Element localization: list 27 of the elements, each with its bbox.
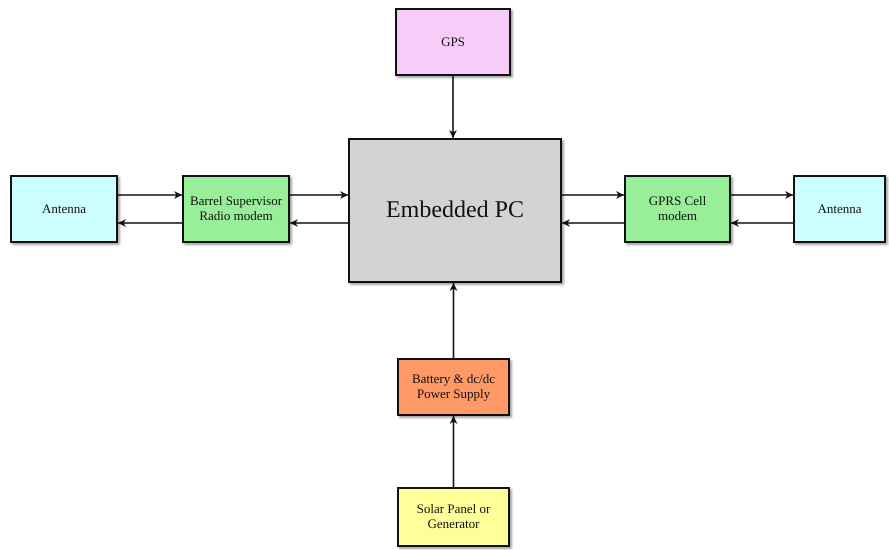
computer-box <box>348 138 562 283</box>
box-label: Antenna <box>817 202 862 216</box>
arrow <box>731 219 793 227</box>
arrow <box>450 283 458 358</box>
arrow <box>118 191 182 199</box>
box-label: Embedded PC <box>386 196 524 224</box>
box-label: GPS <box>441 34 465 50</box>
arrow <box>731 191 793 199</box>
arrow <box>290 191 348 199</box>
arrow <box>118 219 182 227</box>
power-supply-box <box>397 358 510 416</box>
arrow <box>450 416 458 487</box>
antenna-box <box>10 175 118 243</box>
box-label: Solar Panel or Generator <box>416 502 492 532</box>
box-label: Barrel Supervisor Radio modem <box>188 194 284 224</box>
power-source-box <box>397 487 510 547</box>
box-label: Antenna <box>42 202 86 216</box>
arrow <box>290 219 348 227</box>
gps-box <box>395 8 511 76</box>
arrow <box>562 191 624 199</box>
antenna-box <box>793 175 886 243</box>
modem-box <box>624 175 731 243</box>
box-label: Battery & dc/dc Power Supply <box>410 372 496 402</box>
modem-box <box>182 175 290 243</box>
arrow <box>562 219 624 227</box>
arrow <box>449 76 457 138</box>
box-label: GPRS Cell modem <box>648 194 708 224</box>
